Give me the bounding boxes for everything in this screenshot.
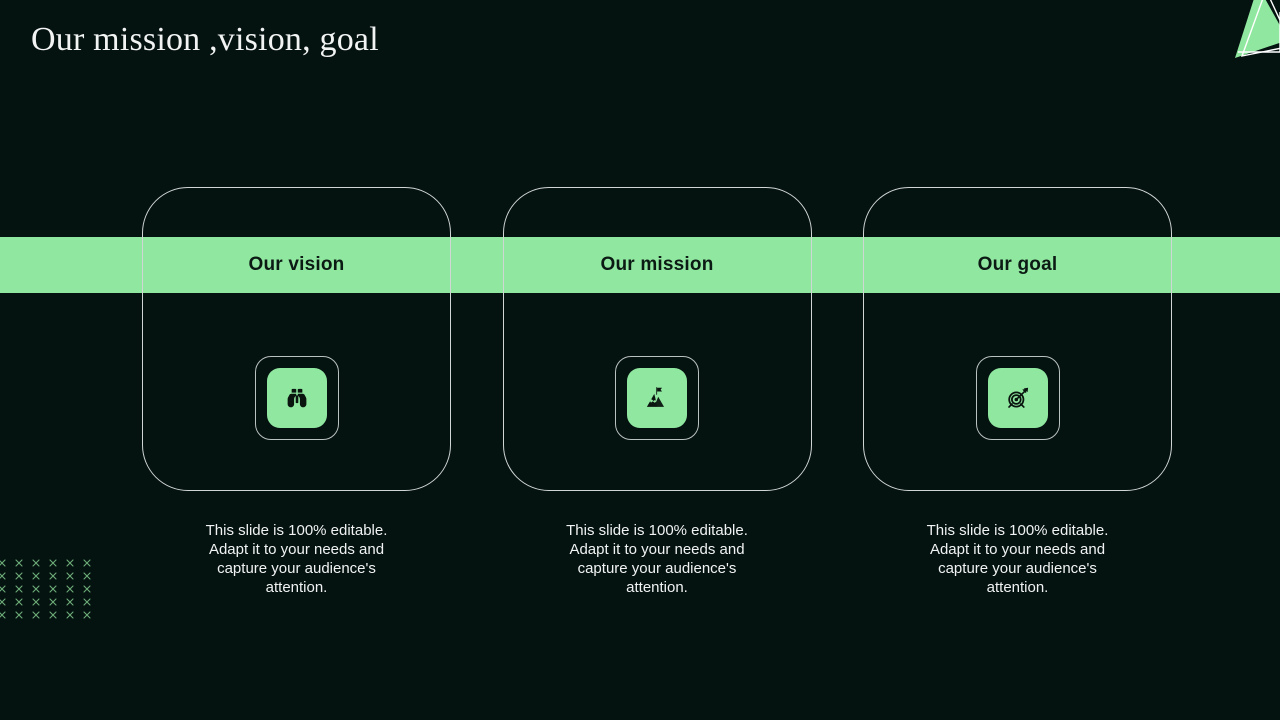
cards-container	[142, 187, 1172, 491]
icon-frame-mission	[615, 355, 699, 440]
target-arrow-icon	[987, 367, 1048, 428]
desc-slot-vision: This slide is 100% editable. Adapt it to…	[142, 521, 451, 597]
card-vision[interactable]	[142, 187, 451, 491]
triangle-decoration	[1180, 0, 1280, 60]
desc-slot-mission: This slide is 100% editable. Adapt it to…	[503, 521, 812, 597]
card-title-vision: Our vision	[248, 254, 345, 275]
icon-frame-goal	[975, 355, 1060, 440]
mountain-flag-icon	[627, 367, 687, 428]
card-mission[interactable]	[502, 187, 812, 491]
card-description-mission: This slide is 100% editable. Adapt it to…	[566, 522, 748, 596]
icon-slot-vision	[142, 355, 451, 440]
binoculars-icon	[266, 367, 327, 428]
card-goal[interactable]	[863, 187, 1172, 491]
card-description-vision: This slide is 100% editable. Adapt it to…	[205, 522, 388, 596]
page-title: Our mission ,vision, goal	[31, 21, 379, 58]
icon-slot-goal	[863, 355, 1172, 440]
card-description-goal: This slide is 100% editable. Adapt it to…	[926, 522, 1109, 596]
card-title-mission: Our mission	[600, 254, 714, 275]
card-title-goal: Our goal	[977, 254, 1058, 275]
accent-banner	[0, 237, 1280, 293]
icon-frame-vision	[254, 355, 339, 440]
descriptions-container: This slide is 100% editable. Adapt it to…	[142, 521, 1172, 597]
cross-grid-decoration	[0, 556, 96, 624]
icon-slot-mission	[503, 355, 812, 440]
icons-container	[142, 355, 1172, 440]
card-titles-container: Our vision Our mission Our goal	[142, 237, 1172, 293]
desc-slot-goal: This slide is 100% editable. Adapt it to…	[863, 521, 1172, 597]
